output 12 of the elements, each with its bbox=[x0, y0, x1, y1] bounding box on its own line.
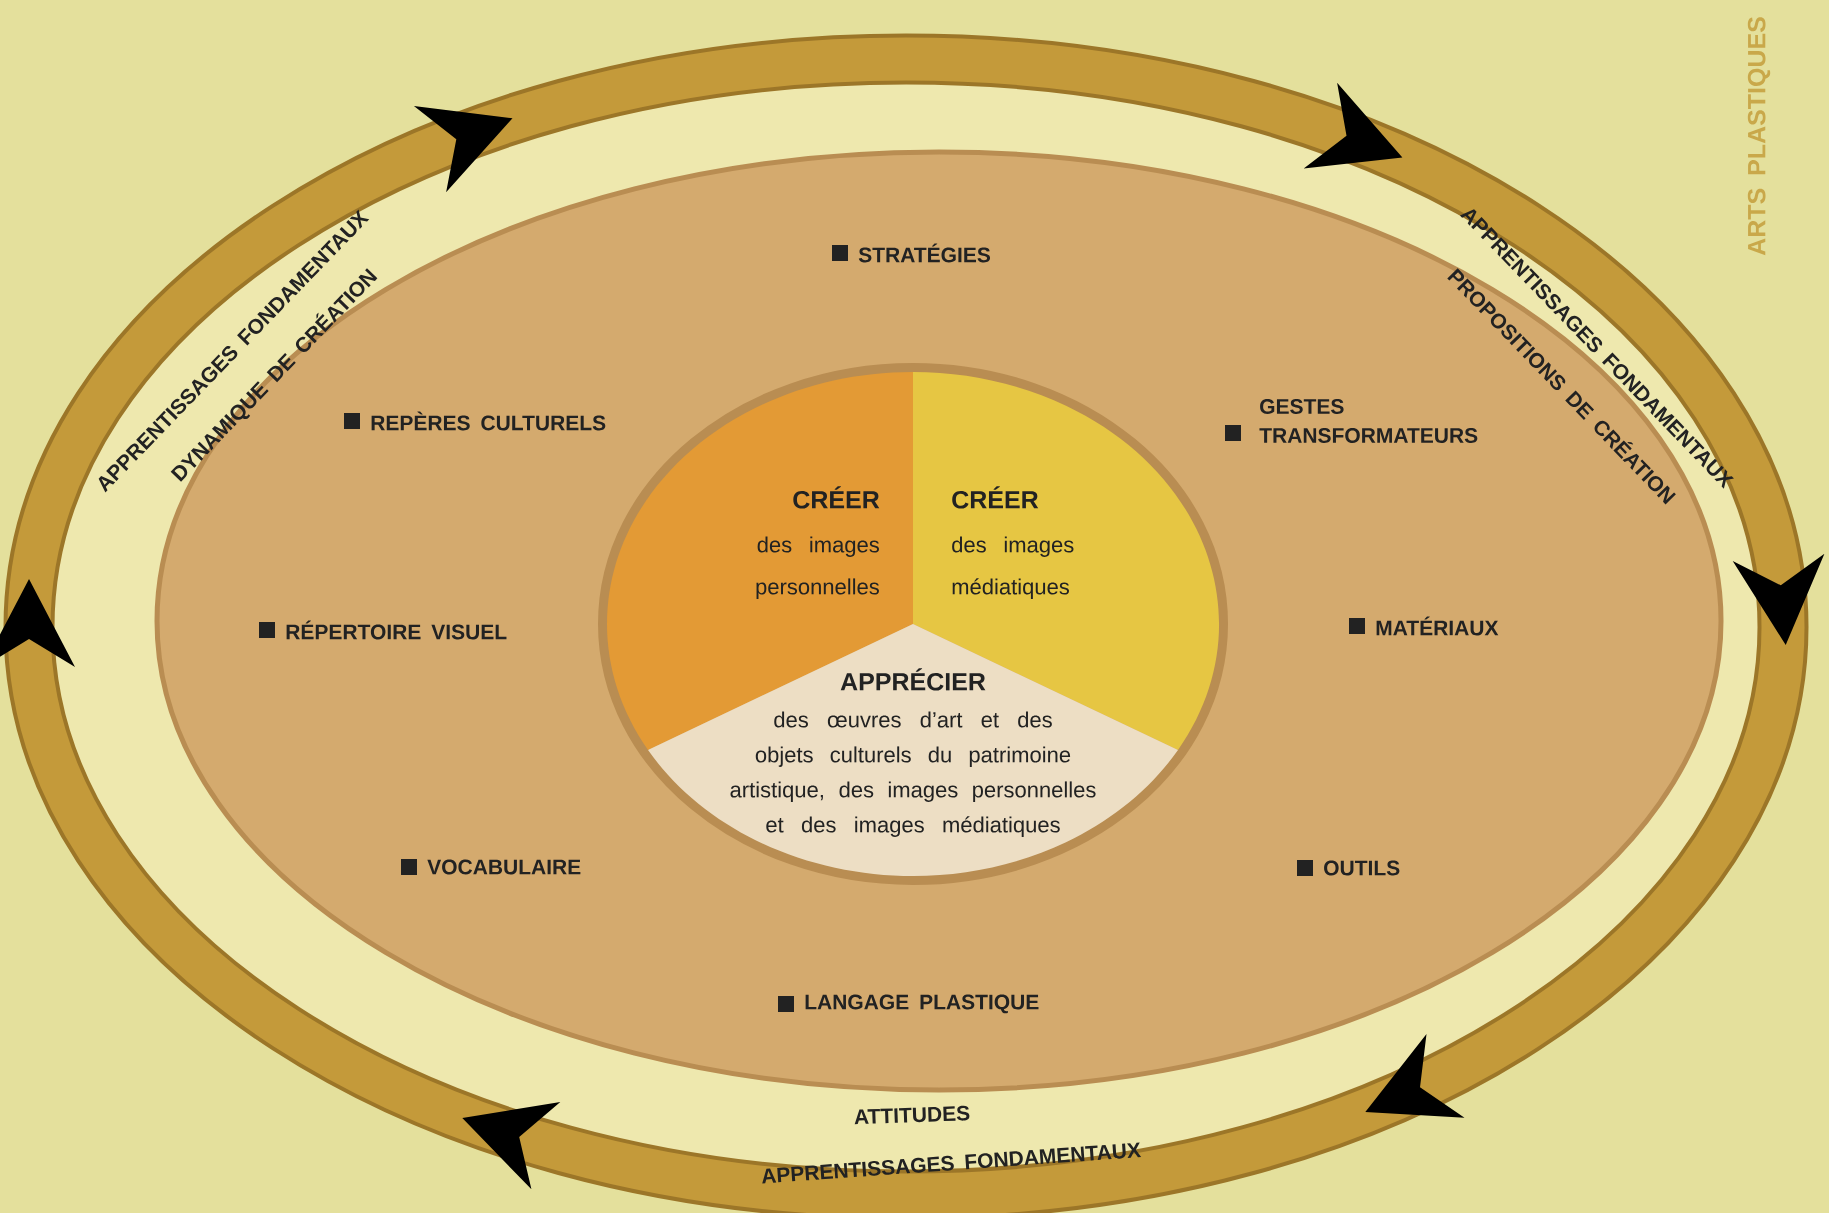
pie-sector: APPRÉCIER des œuvres d’art et des objets culturels du patrimoine artistique, des images personnelles et des images médiatiques bbox=[648, 624, 1178, 876]
bullet-item: OUTILS bbox=[1297, 860, 1400, 876]
side-title: ARTS PLASTIQUES bbox=[1747, 17, 1771, 256]
bullet-item: REPÈRES CULTURELS bbox=[344, 411, 606, 431]
bullet-item: STRATÉGIES bbox=[832, 243, 991, 263]
bullet-item: MATÉRIAUX bbox=[1349, 616, 1499, 636]
bullet-item: RÉPERTOIRE VISUEL bbox=[259, 620, 507, 640]
bullet-item: VOCABULAIRE bbox=[401, 859, 581, 875]
ring-label: APPRENTISSAGES FONDAMENTAUX bbox=[762, 1142, 1142, 1184]
bullet-item: LANGAGE PLASTIQUE bbox=[778, 994, 1039, 1014]
bullet-item: GESTES TRANSFORMATEURS bbox=[1225, 399, 1478, 443]
ring-label: ATTITUDES bbox=[854, 1105, 970, 1125]
